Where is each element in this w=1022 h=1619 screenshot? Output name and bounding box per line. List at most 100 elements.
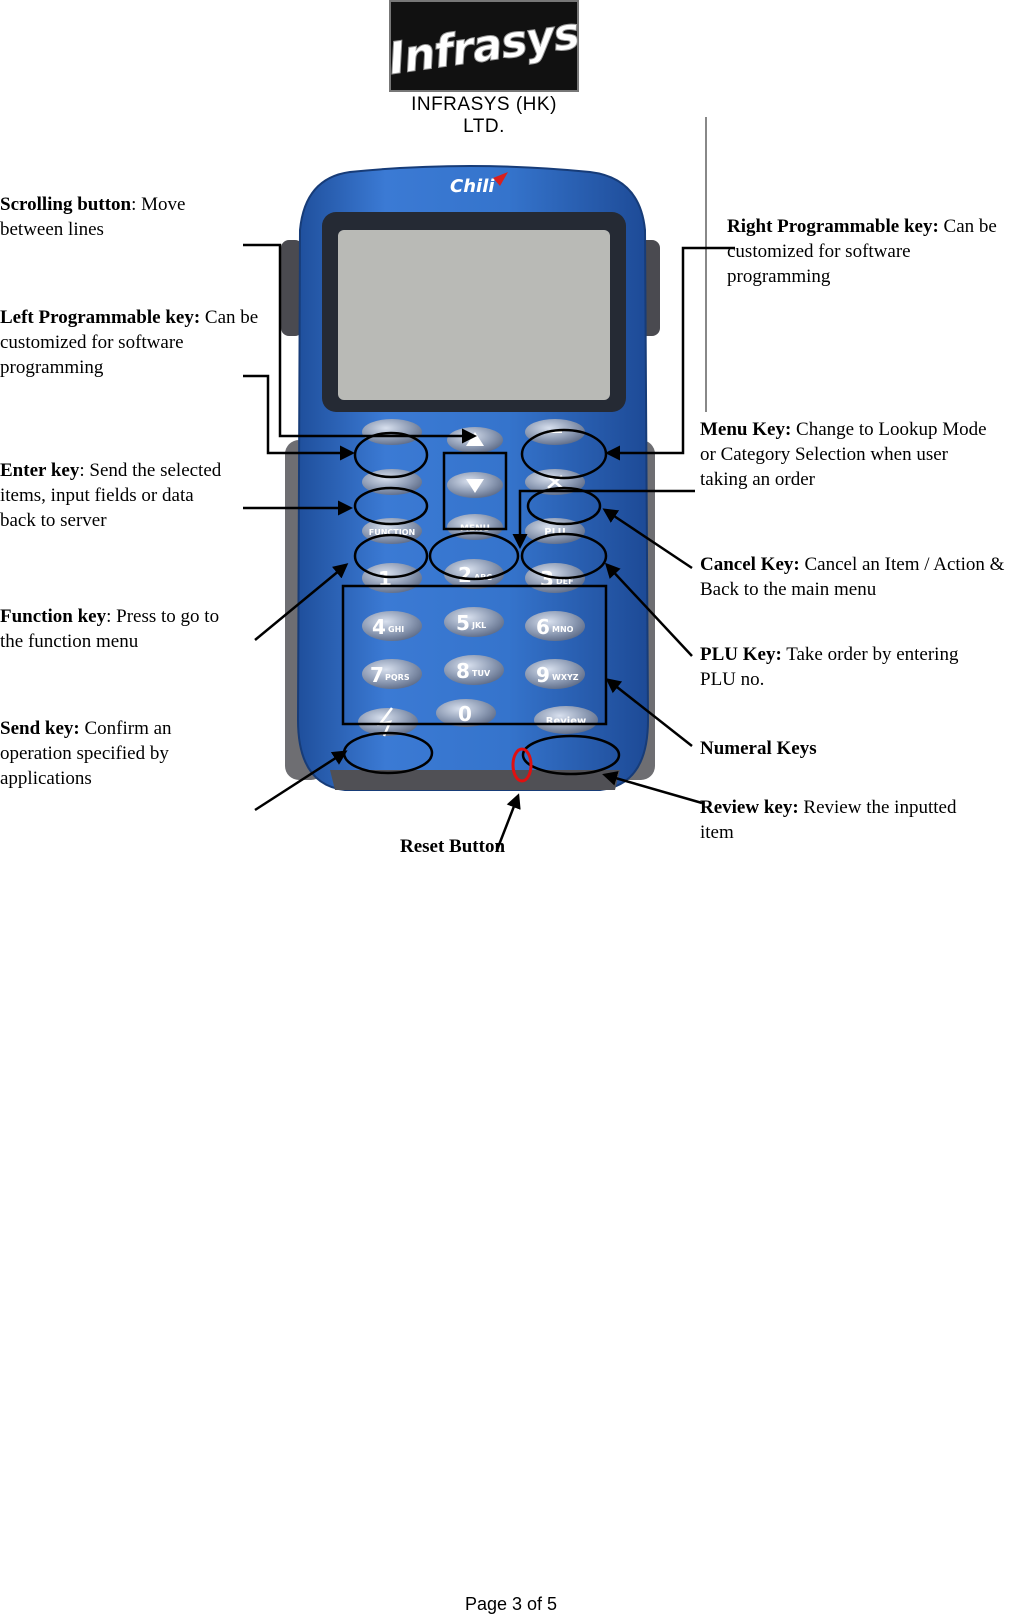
label-send-key: Send key: Confirm an operation specified… (0, 716, 200, 791)
divider-line (705, 117, 707, 412)
key-6-letters: MNO (552, 625, 574, 634)
label-reset-title: Reset Button (400, 836, 506, 857)
highlight-reset (511, 747, 533, 783)
label-enter-text: Send the selected items, input fields or… (0, 460, 222, 531)
highlight-cancel (526, 486, 602, 526)
label-left-prog-title: Left Programmable key: (0, 307, 201, 328)
label-review-key: Review key: Review the inputted item (700, 795, 990, 845)
label-function-text: Press to go to the function menu (0, 606, 220, 652)
leader-lines (243, 243, 735, 851)
label-plu-text: Take order by entering PLU no. (700, 644, 959, 690)
device-brand: Chili (450, 176, 495, 197)
function-key-label: FUNCTION (369, 528, 415, 537)
key-5-letters: JKL (471, 621, 486, 630)
label-cancel-title: Cancel Key: (700, 554, 800, 575)
leader-send (254, 750, 348, 812)
label-cancel-key: Cancel Key: Cancel an Item / Action & Ba… (700, 552, 1022, 602)
key-9-digit: 9 (536, 663, 550, 687)
label-scrolling-sep: : (131, 194, 142, 215)
key-4-letters: GHI (388, 625, 404, 634)
label-function-sep: : (106, 606, 117, 627)
label-send-title: Send key: (0, 718, 80, 739)
label-cancel-text: Cancel an Item / Action & Back to the ma… (700, 554, 1005, 600)
key-7-digit: 7 (370, 663, 384, 687)
label-menu-key: Menu Key: Change to Lookup Mode or Categ… (700, 417, 1000, 492)
device-screen (338, 230, 610, 400)
key-0-digit: 0 (458, 702, 472, 726)
key-3-letters: DEF (556, 577, 574, 586)
key-7[interactable] (362, 659, 422, 689)
key-5-digit: 5 (456, 611, 470, 635)
label-menu-title: Menu Key: (700, 419, 792, 440)
annotation-overlays (341, 428, 621, 776)
review-key-label: Review (546, 716, 586, 727)
highlight-menu (428, 531, 520, 581)
highlight-plu (520, 532, 608, 580)
label-left-programmable-key: Left Programmable key: Can be customized… (0, 305, 275, 380)
device-base (330, 770, 620, 790)
label-reset-button: Reset Button (400, 834, 560, 859)
company-name: INFRASYS (HK) LTD. (411, 94, 557, 137)
label-enter-title: Enter key (0, 460, 80, 481)
leader-plu (604, 562, 693, 657)
label-right-programmable-key: Right Programmable key: Can be customize… (727, 214, 1017, 289)
highlight-numeral-keys (341, 584, 608, 726)
highlight-function (353, 533, 429, 579)
key-0[interactable] (436, 699, 496, 727)
label-review-title: Review key: (700, 797, 799, 818)
company-logo: Infrasys (385, 0, 583, 92)
arrow-down-icon (466, 479, 484, 493)
label-review-text: Review the inputted item (700, 797, 957, 843)
label-left-prog-text: Can be customized for software programmi… (0, 307, 259, 378)
label-numeral-keys: Numeral Keys (700, 736, 990, 761)
label-function-title: Function key (0, 606, 107, 627)
side-button-left (281, 240, 303, 336)
highlight-review (521, 734, 621, 776)
numeral-keypad: 1 2 ABC 3 DEF 4 GHI 5 JKL 6 MNO 7 PQRS 8… (362, 559, 585, 727)
label-menu-text: Change to Lookup Mode or Category Select… (700, 419, 987, 490)
key-3-digit: 3 (540, 567, 554, 591)
leader-menu (512, 489, 695, 549)
plu-key-label: PLU (544, 527, 565, 538)
chili-pepper-icon (493, 172, 508, 186)
key-4[interactable] (362, 611, 422, 641)
key-6-digit: 6 (536, 615, 550, 639)
key-7-letters: PQRS (385, 673, 410, 682)
key-9[interactable] (525, 659, 585, 689)
label-right-prog-text: Can be customized for software programmi… (727, 216, 997, 287)
label-scrolling-text: Move between lines (0, 194, 186, 240)
key-2-digit: 2 (458, 563, 472, 587)
label-enter-key: Enter key: Send the selected items, inpu… (0, 458, 225, 533)
key-1-digit: 1 (378, 567, 392, 591)
leader-function (254, 563, 349, 641)
label-function-key: Function key: Press to go to the functio… (0, 604, 225, 654)
key-5[interactable] (444, 607, 504, 637)
leader-right-programmable (605, 246, 735, 461)
key-4-digit: 4 (372, 615, 386, 639)
key-6[interactable] (525, 611, 585, 641)
leader-scrolling (243, 243, 477, 444)
leader-cancel (602, 508, 693, 570)
key-2[interactable] (444, 559, 504, 589)
highlight-scroll (442, 451, 508, 531)
label-plu-key: PLU Key: Take order by entering PLU no. (700, 642, 990, 692)
label-right-prog-title: Right Programmable key: (727, 216, 939, 237)
label-enter-sep: : (79, 460, 90, 481)
key-8-digit: 8 (456, 659, 470, 683)
key-8-letters: TUV (472, 669, 491, 678)
leader-reset (495, 793, 521, 851)
page-number: Page 3 of 5 (464, 1594, 558, 1614)
leader-numeral (605, 678, 693, 747)
leader-review (602, 771, 703, 805)
key-8[interactable] (444, 655, 504, 685)
highlight-left-programmable (353, 431, 429, 479)
review-key[interactable] (534, 706, 598, 734)
leader-left-programmable (243, 374, 355, 461)
highlight-enter (353, 486, 429, 526)
label-numeral-title: Numeral Keys (700, 738, 817, 759)
label-send-text: Confirm an operation specified by applic… (0, 718, 172, 789)
label-scrolling-button: Scrolling button: Move between lines (0, 192, 220, 242)
label-plu-title: PLU Key: (700, 644, 782, 665)
label-scrolling-title: Scrolling button (0, 194, 132, 215)
